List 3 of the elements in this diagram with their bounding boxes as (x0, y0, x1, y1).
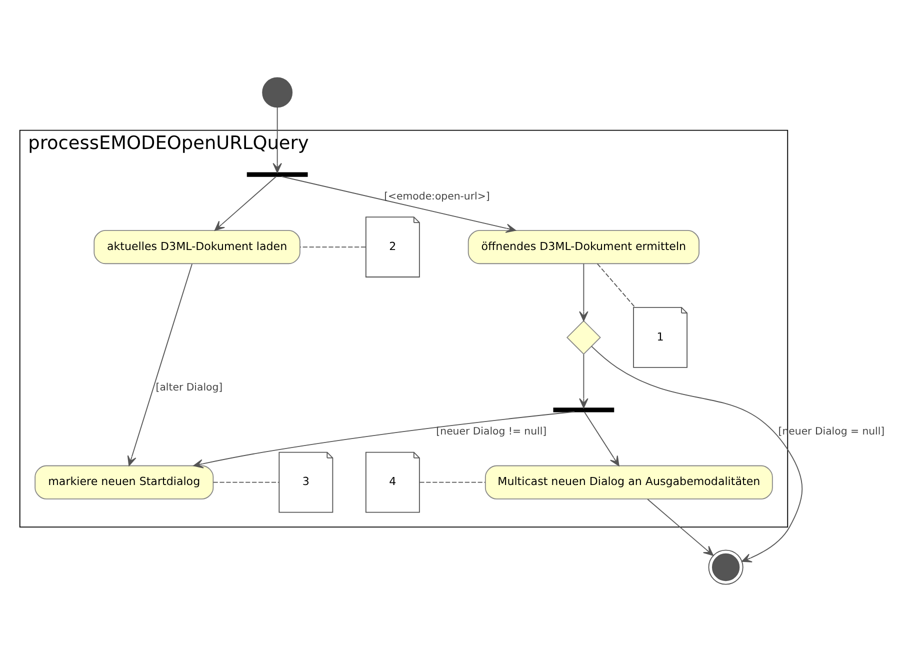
edge-label: [<emode:open-url>] (384, 190, 490, 202)
edge-label: [neuer Dialog != null] (436, 426, 547, 438)
edge-label: [alter Dialog] (156, 382, 223, 393)
